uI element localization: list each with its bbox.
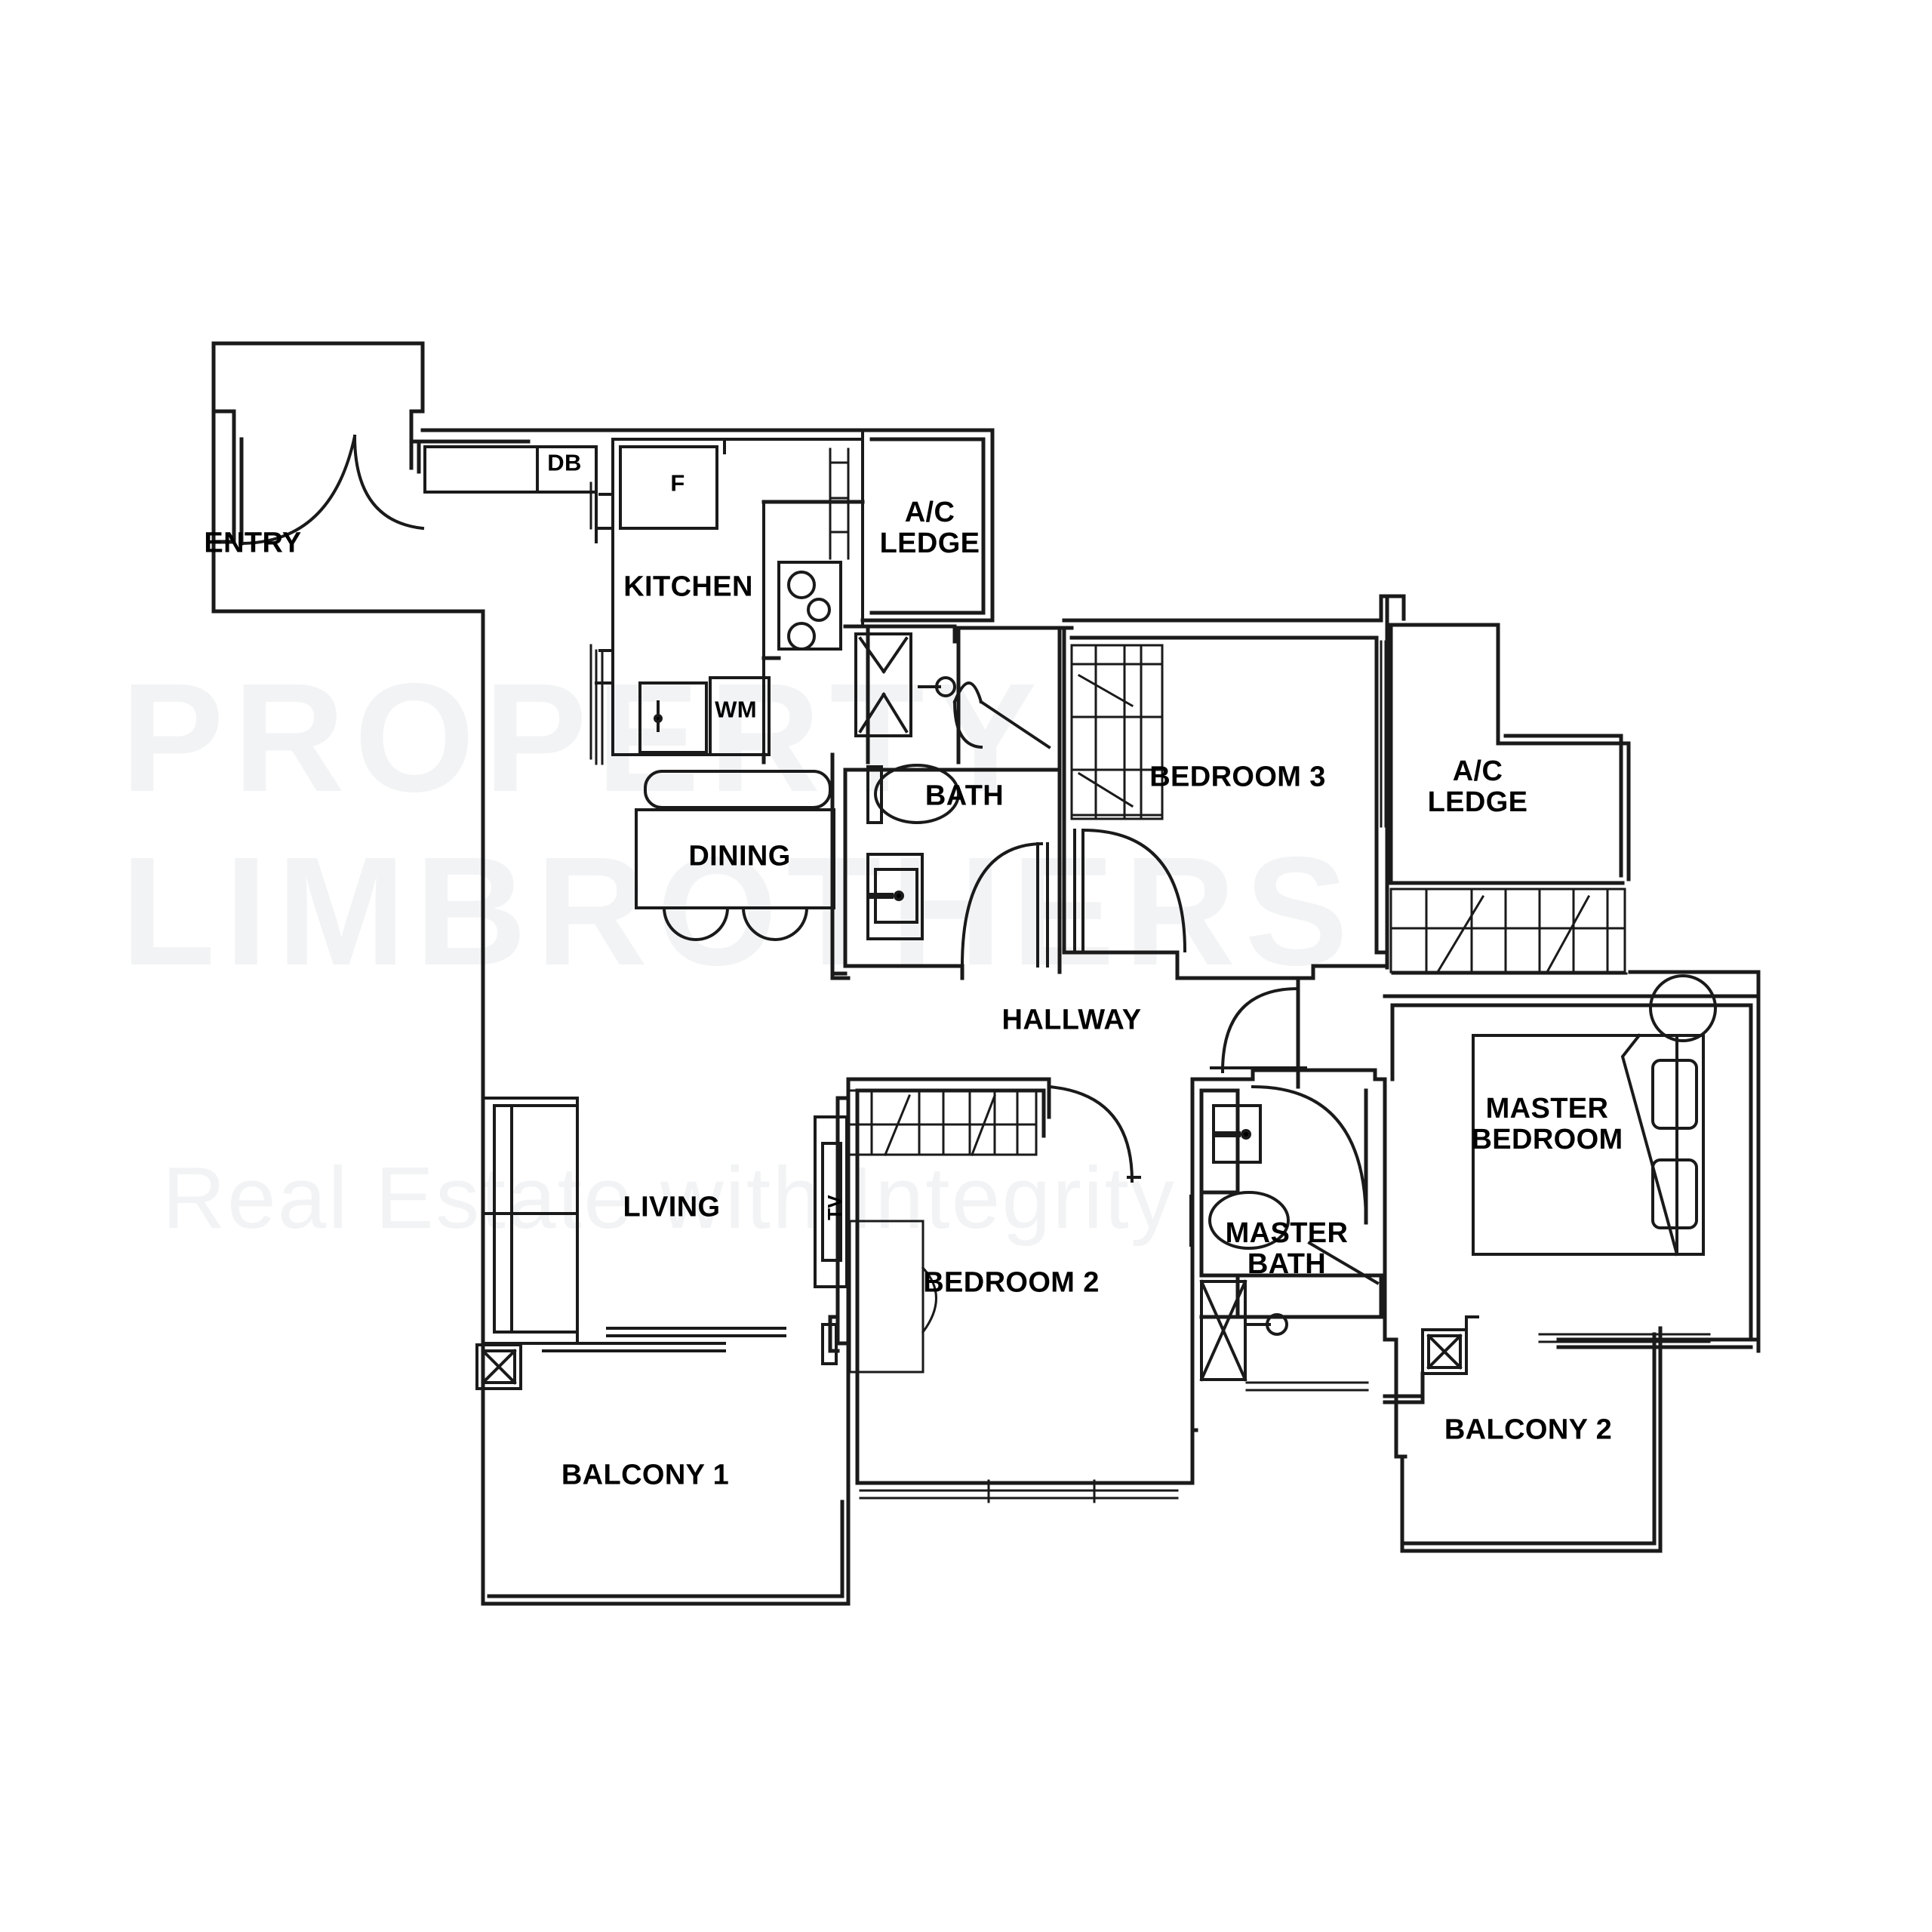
bedroom-2-bed [848, 1220, 937, 1374]
bedroom-2-window [859, 1479, 1179, 1503]
kitchen-cabinet-lines [589, 481, 604, 765]
bedroom-3-top-wall [1379, 594, 1406, 621]
bedroom-3-window [1380, 640, 1387, 828]
entry-door-swings [241, 434, 425, 546]
vanity-master-icon [1212, 1104, 1262, 1164]
wardrobe-bed3-icon [1070, 644, 1164, 820]
shower-bath-icon [854, 632, 912, 737]
dining-walls [830, 752, 848, 976]
room-label-hallway: HALLWAY [1001, 1004, 1142, 1036]
bedroom-2-door-swing [1047, 1084, 1141, 1183]
fixture-label-distribution-board: DB [547, 449, 582, 476]
living-sofa [481, 1097, 579, 1345]
hallway-door-swing [1210, 986, 1307, 1074]
toilet-master-icon [1189, 1191, 1290, 1250]
room-label-living: LIVING [623, 1191, 721, 1223]
master-bed-icon [1472, 1033, 1705, 1257]
bath-inner-door-swing [952, 681, 1051, 749]
room-label-entry: ENTRY [204, 527, 302, 559]
room-label-bedroom-2: BEDROOM 2 [923, 1266, 1100, 1299]
master-bath-window [1245, 1381, 1369, 1392]
ac-unit-2-icon [1389, 888, 1626, 974]
misc-wall-joints [761, 500, 964, 980]
bedroom-3-door-swing [1073, 828, 1187, 954]
stove-hob-icon [777, 561, 842, 651]
kitchen-sink-icon [638, 681, 708, 754]
room-label-dining: DINING [688, 840, 791, 872]
column-marker-right [1421, 1315, 1479, 1375]
ac-ledge-1-walls [860, 428, 995, 623]
balcony-2-inner-wall [1383, 1371, 1425, 1404]
shower-master-icon [1199, 1279, 1247, 1382]
master-bath-door-swing [1251, 1084, 1380, 1285]
vanity-bath-icon [866, 853, 924, 940]
washing-machine-icon [709, 676, 771, 756]
balcony-door-track-2 [1538, 1333, 1711, 1343]
room-label-bedroom-3: BEDROOM 3 [1149, 761, 1326, 793]
watermark-tagline: Real Estate with Integrity [162, 1149, 1177, 1247]
kitchen-walls [423, 429, 864, 756]
room-label-balcony-2: BALCONY 2 [1444, 1414, 1613, 1446]
toilet-bath-icon [866, 764, 960, 824]
room-label-kitchen: KITCHEN [623, 571, 753, 603]
balcony-door-track-1 [542, 1327, 786, 1352]
balcony-2-walls [1383, 1315, 1663, 1553]
column-marker-left [475, 1343, 522, 1390]
master-bath-walls [1190, 1068, 1387, 1432]
basin-bath-icon [918, 676, 956, 697]
fixture-label-fridge: F [670, 469, 685, 497]
balcony-1-walls [481, 1500, 851, 1606]
round-side-table-icon [1649, 974, 1717, 1042]
watermark-line-1: PROPERTY [121, 651, 1047, 824]
ac-ledge-2-walls [1385, 594, 1631, 885]
master-bath-basin-tap [1244, 1313, 1288, 1336]
room-label-bath: BATH [924, 780, 1004, 812]
room-label-balcony-1: BALCONY 1 [561, 1459, 730, 1491]
fixture-label-washing-machine: WM [715, 696, 757, 723]
wardrobe-bed2-icon [848, 1089, 1038, 1156]
watermark-line-2: LIMBROTHERS [121, 825, 1358, 998]
bedroom-2-wall-jog [821, 1323, 838, 1365]
bedroom-3-walls [1057, 594, 1389, 980]
bath-door-swing [960, 841, 1049, 968]
fixture-label-television: TV [823, 1195, 846, 1220]
structural-walls [211, 341, 865, 1606]
